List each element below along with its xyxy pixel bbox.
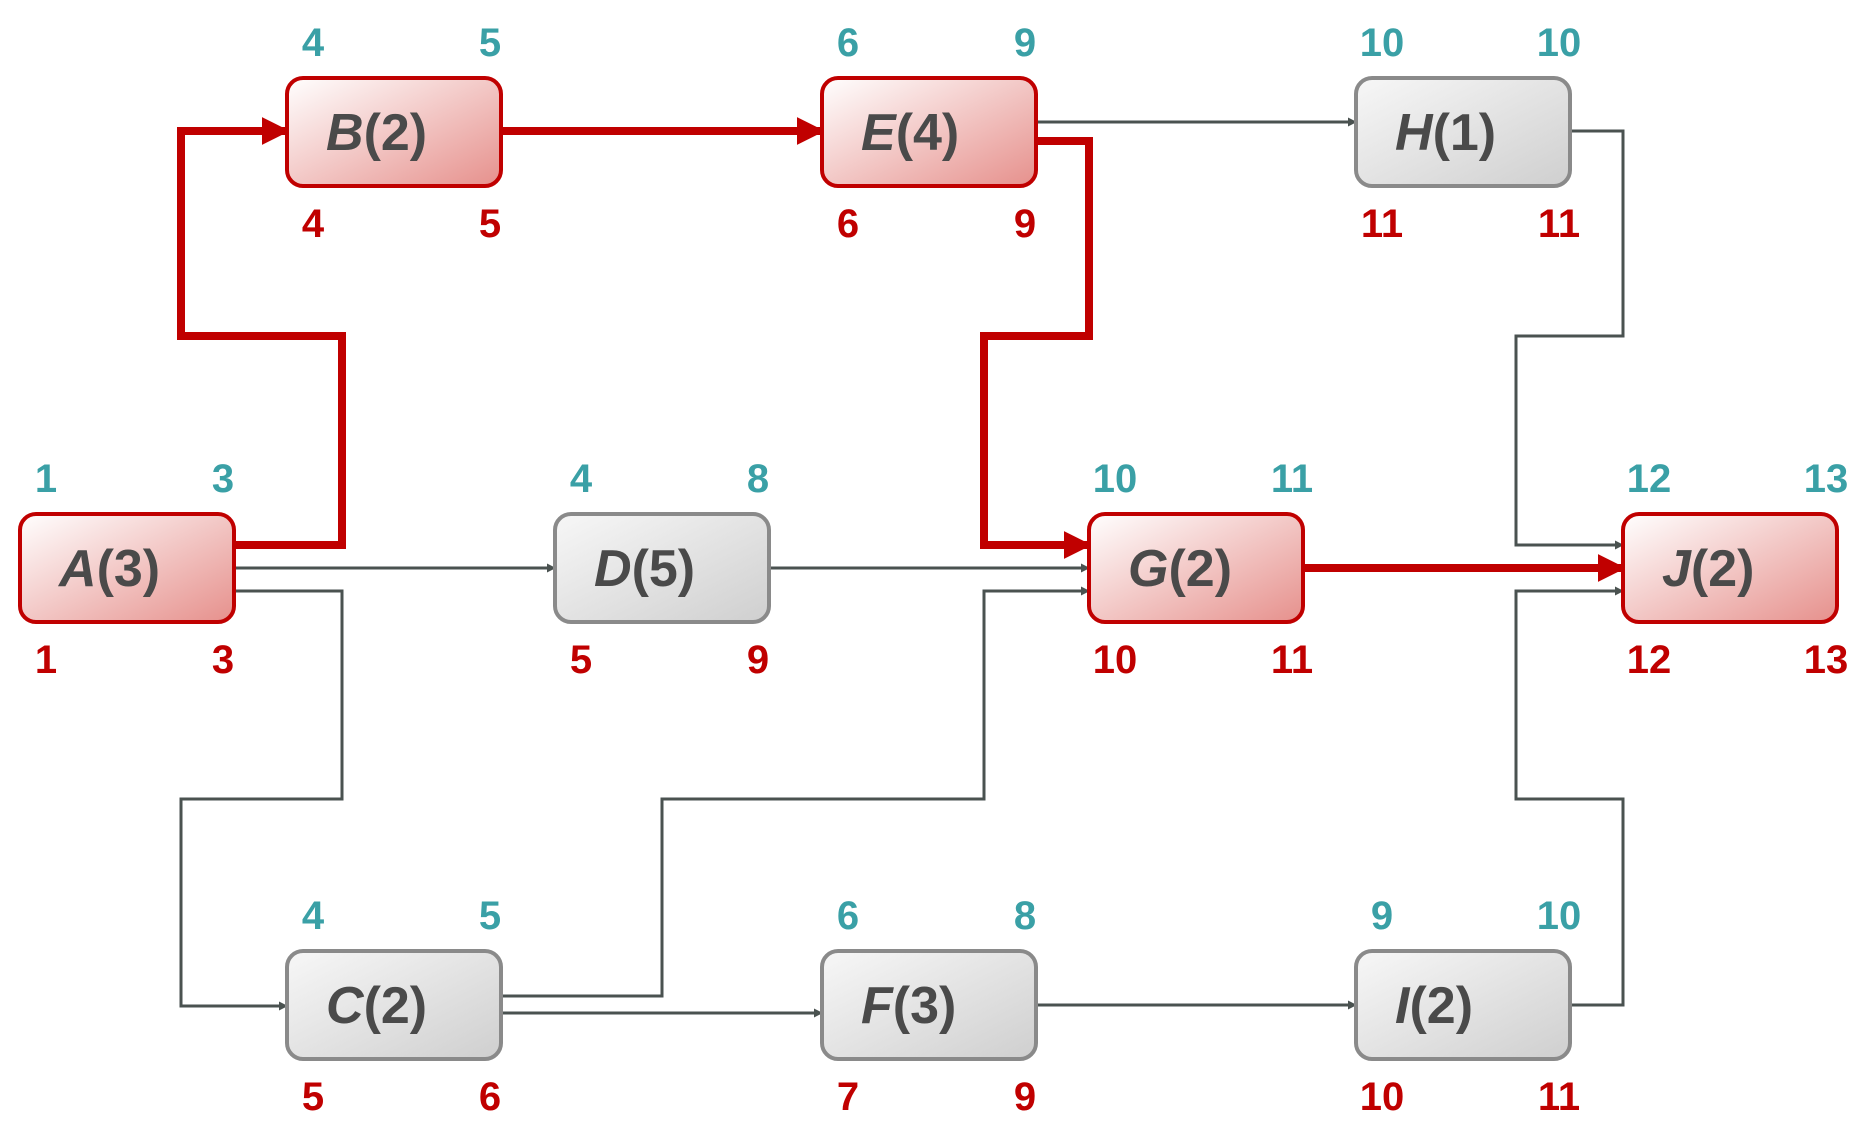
activity-letter: F — [861, 977, 894, 1035]
node-label: F(3) — [861, 977, 956, 1035]
earliest-finish: 5 — [479, 894, 501, 938]
edge-a-to-c — [179, 589, 344, 1011]
activity-letter: E — [861, 104, 897, 162]
activity-duration: (2) — [364, 977, 428, 1035]
edge-c-to-g — [501, 586, 1090, 998]
activity-letter: I — [1395, 977, 1411, 1035]
latest-finish: 9 — [747, 638, 769, 682]
edge-a-to-b-critical — [177, 117, 346, 549]
latest-start: 10 — [1093, 638, 1138, 682]
earliest-start: 10 — [1360, 21, 1405, 65]
activity-duration: (2) — [1168, 540, 1232, 598]
earliest-start: 12 — [1627, 457, 1672, 501]
earliest-finish: 10 — [1537, 894, 1582, 938]
earliest-start: 4 — [570, 457, 593, 501]
latest-start: 7 — [837, 1075, 859, 1119]
latest-finish: 6 — [479, 1075, 501, 1119]
activity-duration: (3) — [97, 540, 161, 598]
earliest-start: 9 — [1371, 894, 1393, 938]
activity-duration: (5) — [632, 540, 696, 598]
node-box — [18, 512, 236, 624]
latest-finish: 11 — [1271, 638, 1313, 682]
activity-duration: (3) — [893, 977, 957, 1035]
earliest-finish: 8 — [1014, 894, 1036, 938]
edge-i-to-j — [1514, 586, 1625, 1007]
activity-letter: C — [326, 977, 365, 1035]
node-label: A(3) — [57, 540, 160, 598]
node-label: J(2) — [1662, 540, 1754, 598]
activity-duration: (1) — [1433, 104, 1497, 162]
node-box — [1354, 76, 1572, 188]
earliest-finish: 5 — [479, 21, 501, 65]
earliest-start: 1 — [35, 457, 57, 501]
edge-h-to-j — [1514, 129, 1625, 550]
node-j: J(2) 12 13 12 13 — [1621, 457, 1849, 682]
node-label: H(1) — [1395, 104, 1496, 162]
node-box — [820, 76, 1038, 188]
latest-finish: 11 — [1538, 1075, 1580, 1119]
node-box — [553, 512, 771, 624]
activity-duration: (4) — [896, 104, 960, 162]
earliest-finish: 3 — [212, 457, 234, 501]
earliest-finish: 9 — [1014, 21, 1036, 65]
earliest-start: 6 — [837, 894, 859, 938]
activity-letter: G — [1128, 540, 1168, 598]
node-box — [285, 76, 503, 188]
latest-start: 5 — [302, 1075, 324, 1119]
node-box — [285, 949, 503, 1061]
latest-finish: 11 — [1538, 202, 1580, 246]
node-label: I(2) — [1395, 977, 1473, 1035]
node-label: D(5) — [594, 540, 695, 598]
edge-e-to-g-critical — [980, 137, 1093, 559]
activity-letter: A — [57, 540, 97, 598]
earliest-start: 10 — [1093, 457, 1138, 501]
latest-start: 11 — [1361, 202, 1403, 246]
node-g: G(2) 10 11 10 11 — [1087, 457, 1313, 682]
latest-finish: 9 — [1014, 202, 1036, 246]
latest-finish: 3 — [212, 638, 234, 682]
node-label: B(2) — [326, 104, 427, 162]
latest-start: 1 — [35, 638, 57, 682]
activity-letter: B — [326, 104, 364, 162]
node-box — [1354, 949, 1572, 1061]
node-box — [1087, 512, 1305, 624]
activity-duration: (2) — [1409, 977, 1473, 1035]
activity-letter: J — [1662, 540, 1692, 598]
node-label: E(4) — [861, 104, 959, 162]
earliest-finish: 8 — [747, 457, 769, 501]
latest-start: 10 — [1360, 1075, 1405, 1119]
earliest-finish: 13 — [1804, 457, 1849, 501]
activity-duration: (2) — [1691, 540, 1755, 598]
node-h: H(1) 10 10 11 11 — [1354, 21, 1582, 246]
latest-start: 4 — [302, 202, 325, 246]
latest-start: 12 — [1627, 638, 1672, 682]
activity-letter: H — [1395, 104, 1434, 162]
latest-start: 5 — [570, 638, 592, 682]
latest-finish: 13 — [1804, 638, 1849, 682]
earliest-start: 4 — [302, 21, 325, 65]
activity-letter: D — [594, 540, 632, 598]
activity-duration: (2) — [364, 104, 428, 162]
latest-start: 6 — [837, 202, 859, 246]
latest-finish: 9 — [1014, 1075, 1036, 1119]
node-label: G(2) — [1128, 540, 1232, 598]
node-label: C(2) — [326, 977, 427, 1035]
latest-finish: 5 — [479, 202, 501, 246]
earliest-finish: 11 — [1271, 457, 1313, 501]
edges-layer — [177, 117, 1626, 1018]
earliest-finish: 10 — [1537, 21, 1582, 65]
node-box — [1621, 512, 1839, 624]
node-box — [820, 949, 1038, 1061]
earliest-start: 4 — [302, 894, 325, 938]
earliest-start: 6 — [837, 21, 859, 65]
